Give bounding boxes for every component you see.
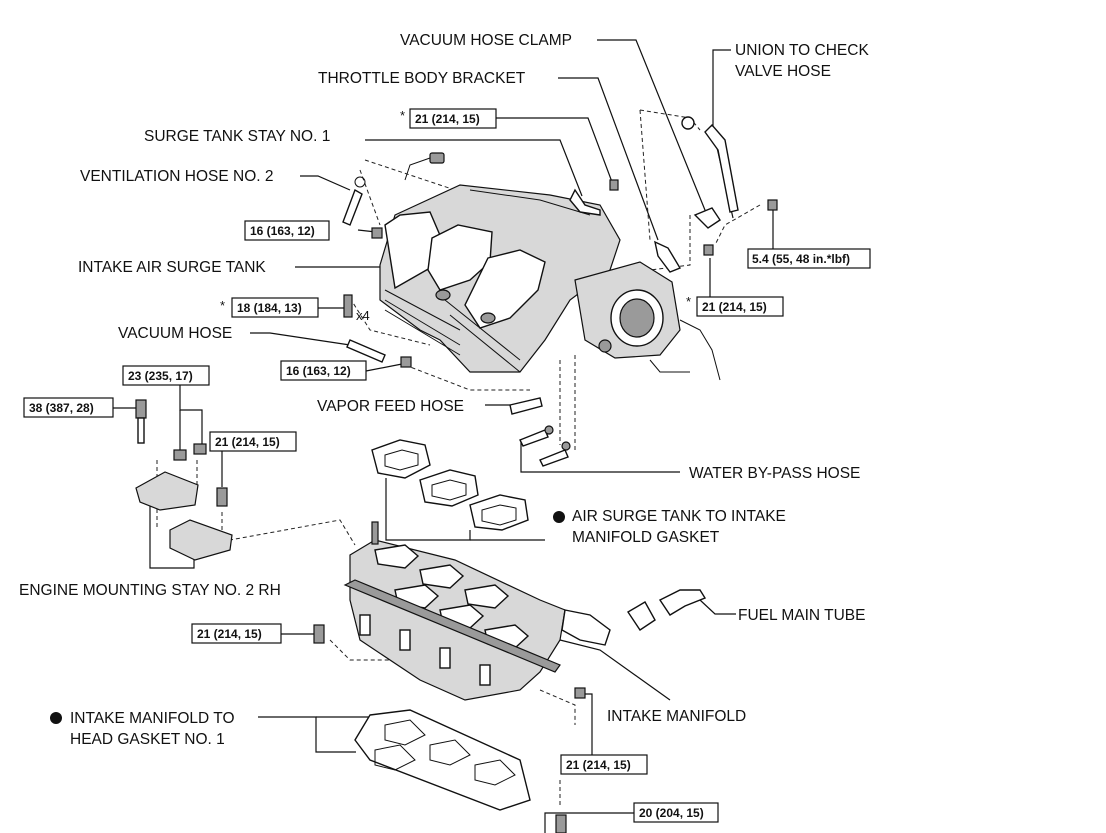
- label-intake-manifold: INTAKE MANIFOLD: [607, 708, 746, 725]
- bullet-icon: [50, 712, 62, 724]
- intake-manifold: [343, 521, 611, 701]
- torque-value: 16 (163, 12): [286, 364, 351, 378]
- torque-value: 18 (184, 13): [237, 301, 302, 315]
- asterisk-marker: *: [686, 294, 691, 309]
- label-surge-tank-stay: SURGE TANK STAY NO. 1: [144, 128, 330, 145]
- label-union-check-valve-1: UNION TO CHECK: [735, 42, 869, 59]
- torque-boxes: 21 (214, 15) 16 (163, 12) 5.4 (55, 48 in…: [23, 108, 871, 823]
- throttle-body: [574, 261, 721, 381]
- torque-box: 16 (163, 12): [244, 220, 330, 241]
- torque-box: 5.4 (55, 48 in.*lbf): [747, 248, 871, 269]
- torque-box: 23 (235, 17): [122, 365, 210, 386]
- label-gasket-head-2: HEAD GASKET NO. 1: [70, 731, 225, 748]
- torque-box: 16 (163, 12): [280, 360, 367, 381]
- label-union-check-valve-2: VALVE HOSE: [735, 63, 831, 80]
- torque-value: 21 (214, 15): [702, 300, 767, 314]
- fuel-main-tube-part: [627, 589, 707, 631]
- asterisk-marker: *: [400, 108, 405, 123]
- small-parts-top: [342, 116, 778, 467]
- new-part-bullets: [50, 511, 565, 724]
- label-gasket-surge-1: AIR SURGE TANK TO INTAKE: [572, 508, 786, 525]
- torque-box: 21 (214, 15): [209, 431, 297, 452]
- torque-box: 20 (204, 15): [633, 802, 719, 823]
- torque-box: 21 (214, 15): [696, 296, 784, 317]
- torque-box: 21 (214, 15): [560, 754, 648, 775]
- label-gasket-surge-2: MANIFOLD GASKET: [572, 529, 720, 546]
- label-vacuum-hose: VACUUM HOSE: [118, 325, 232, 342]
- label-intake-air-surge-tank: INTAKE AIR SURGE TANK: [78, 259, 266, 276]
- torque-box: 21 (214, 15): [191, 623, 282, 644]
- label-gasket-head-1: INTAKE MANIFOLD TO: [70, 710, 235, 727]
- torque-value: 21 (214, 15): [415, 112, 480, 126]
- torque-value: 20 (204, 15): [639, 806, 704, 820]
- torque-value: 21 (214, 15): [197, 627, 262, 641]
- torque-value: 16 (163, 12): [250, 224, 315, 238]
- bottom-bolts: [313, 624, 586, 833]
- engine-mounting-parts: [135, 399, 233, 561]
- label-engine-mounting-stay: ENGINE MOUNTING STAY NO. 2 RH: [19, 582, 281, 599]
- head-gasket: [354, 709, 531, 811]
- asterisks: * * *: [220, 108, 691, 313]
- torque-box: 38 (387, 28): [23, 397, 114, 418]
- assembly-dashes: [156, 109, 761, 805]
- surge-tank-gaskets: [371, 439, 529, 531]
- torque-value: 38 (387, 28): [29, 401, 94, 415]
- intake-air-surge-tank: [379, 184, 621, 373]
- label-throttle-body-bracket: THROTTLE BODY BRACKET: [318, 70, 526, 87]
- torque-value: 5.4 (55, 48 in.*lbf): [752, 252, 850, 266]
- torque-value: 23 (235, 17): [128, 369, 193, 383]
- torque-box: 18 (184, 13): [231, 297, 319, 318]
- label-water-bypass-hose: WATER BY-PASS HOSE: [689, 465, 860, 482]
- label-fuel-main-tube: FUEL MAIN TUBE: [738, 607, 865, 624]
- label-x4: x4: [356, 308, 370, 323]
- asterisk-marker: *: [220, 298, 225, 313]
- bullet-icon: [553, 511, 565, 523]
- torque-value: 21 (214, 15): [566, 758, 631, 772]
- label-vacuum-hose-clamp: VACUUM HOSE CLAMP: [400, 32, 572, 49]
- torque-box: 21 (214, 15): [409, 108, 497, 129]
- torque-value: 21 (214, 15): [215, 435, 280, 449]
- label-vapor-feed-hose: VAPOR FEED HOSE: [317, 398, 464, 415]
- label-ventilation-hose: VENTILATION HOSE NO. 2: [80, 168, 274, 185]
- text-labels: VACUUM HOSE CLAMP UNION TO CHECK VALVE H…: [19, 32, 869, 748]
